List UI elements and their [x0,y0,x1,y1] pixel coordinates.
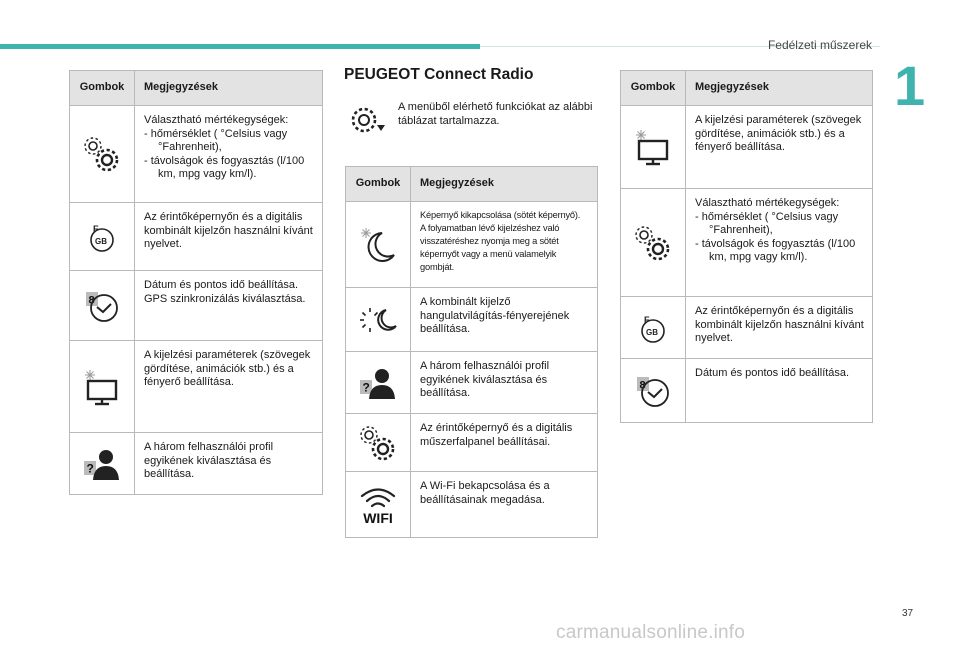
table-row: ? A három felhasználói profil egyikének … [345,351,598,414]
row-list-item: - távolságok és fogyasztás (l/100 km, mp… [695,237,856,264]
settings-gear-icon [350,106,390,136]
row-text: Az érintőképernyőn és a digitális kombin… [695,305,864,344]
table-row: F GB Az érintőképernyőn és a digitális ko… [69,202,323,271]
user-profile-icon: ? [358,368,398,399]
page-title: PEUGEOT Connect Radio [344,66,534,83]
wifi-icon: WIFI [356,487,400,526]
table-row: 8 Dátum és pontos idő beállítása. GPS sz… [69,270,323,341]
col-header-buttons: Gombok [345,166,411,202]
header-rule [480,46,880,47]
svg-text:GB: GB [95,237,107,246]
svg-text:WIFI: WIFI [363,510,393,526]
row-text: A kijelzési paraméterek (szövegek gördít… [144,349,311,388]
table-row: ? A három felhasználói profil egyikének … [69,432,323,495]
row-text: A kijelzési paraméterek (szövegek gördít… [695,114,862,153]
right-settings-table: Gombok Megjegyzések A kijelzési paraméte… [620,70,873,423]
table-row: Az érintőképernyő és a digitális műszerf… [345,413,598,472]
table-row: Választható mértékegységek: - hőmérsékle… [620,188,873,297]
user-profile-icon: ? [82,449,122,480]
row-text: A kombinált kijelző hangulatvilágítás-fé… [420,296,570,335]
watermark: carmanualsonline.info [556,622,746,643]
gear-pair-icon [630,225,676,260]
row-text: Dátum és pontos idő beállítása. [695,367,850,379]
language-flag-icon: F GB [633,315,673,343]
table-row: A kijelzési paraméterek (szövegek gördít… [69,340,323,433]
table-row: A kijelzési paraméterek (szövegek gördít… [620,105,873,189]
table-row: WIFI A Wi-Fi bekapcsolása és a beállítás… [345,471,598,538]
row-text: A folyamatban lévő kijelzéshez való viss… [420,223,560,272]
table-row: F GB Az érintőképernyőn és a digitális ko… [620,296,873,359]
table-row: A kombinált kijelző hangulatvilágítás-fé… [345,287,598,352]
col-header-buttons: Gombok [69,70,135,106]
svg-text:8: 8 [89,294,95,306]
intro-text: A menüből elérhető funkciókat az alábbi … [398,101,593,127]
page-number: 37 [902,608,914,619]
gear-pair-icon [355,425,401,460]
table-row: Választható mértékegységek: - hőmérsékle… [69,105,323,203]
left-settings-table: Gombok Megjegyzések Választható mértékeg… [69,70,323,495]
col-header-buttons: Gombok [620,70,686,106]
row-text: A három felhasználói profil egyikének ki… [420,360,550,399]
screen-off-icon [358,227,398,262]
date-time-icon: 8 [82,291,122,322]
row-list-item: - távolságok és fogyasztás (l/100 km, mp… [144,154,305,181]
row-list-item: - hőmérséklet ( °Celsius vagy °Fahrenhei… [144,127,288,154]
display-settings-icon [633,130,673,166]
col-header-notes: Megjegyzések [134,70,323,106]
language-flag-icon: F GB [82,224,122,252]
svg-text:?: ? [363,380,370,394]
chapter-number: 1 [894,54,926,117]
row-text: Választható mértékegységek: [695,197,840,209]
svg-text:?: ? [87,461,94,475]
svg-text:F: F [93,224,99,234]
svg-text:F: F [644,315,650,325]
header-accent-bar [0,44,480,49]
svg-text:GB: GB [646,328,658,337]
table-row: 8 Dátum és pontos idő beállítása. [620,358,873,423]
row-list-item: - hőmérséklet ( °Celsius vagy °Fahrenhei… [695,210,839,237]
table-row: Képernyő kikapcsolása (sötét képernyő). … [345,201,598,288]
row-text: A Wi-Fi bekapcsolása és a beállításainak… [420,480,550,506]
display-settings-icon [82,369,122,405]
col-header-notes: Megjegyzések [685,70,873,106]
row-text: Az érintőképernyő és a digitális műszerf… [420,422,573,448]
row-text: Képernyő kikapcsolása (sötét képernyő). [420,210,581,220]
row-text: GPS szinkronizálás kiválasztása. [144,292,306,305]
section-title: Fedélzeti műszerek [767,38,872,52]
row-text: Dátum és pontos idő beállítása. [144,279,299,291]
gear-pair-icon [79,137,125,172]
date-time-icon: 8 [633,376,673,407]
row-text: A három felhasználói profil egyikének ki… [144,441,274,480]
col-header-notes: Megjegyzések [410,166,598,202]
row-text: Az érintőképernyőn és a digitális kombin… [144,211,313,250]
day-night-icon [358,307,398,332]
row-text: Választható mértékegységek: [144,114,289,126]
connect-radio-table: Gombok Megjegyzések Képernyő kikapcsolás… [345,166,598,538]
svg-text:8: 8 [640,379,646,391]
